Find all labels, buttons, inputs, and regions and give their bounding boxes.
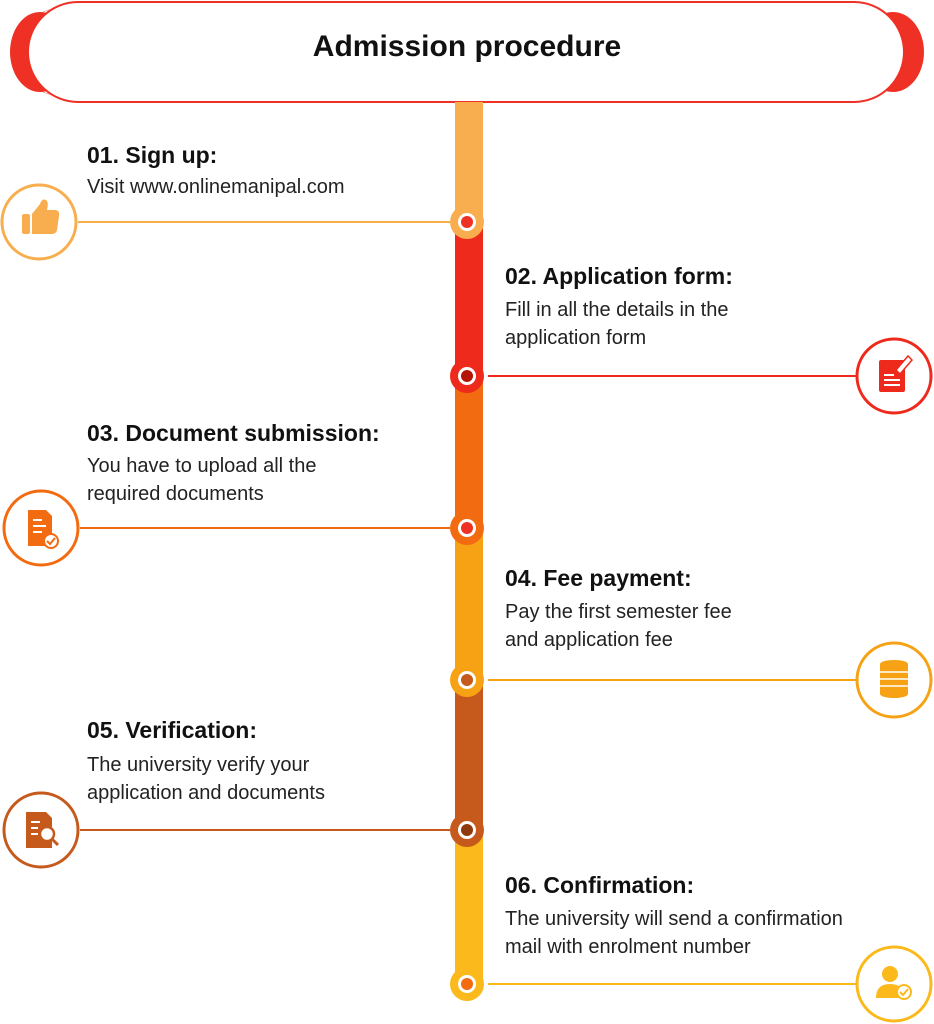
document-check-icon — [2, 489, 80, 567]
step-4-desc-line-2: and application fee — [505, 629, 673, 651]
timeline-node-2 — [450, 359, 484, 393]
step-6-desc-line-2: mail with enrolment number — [505, 936, 751, 958]
coin-stack-icon — [855, 641, 933, 719]
step-2-desc-line-2: application form — [505, 327, 647, 349]
step-4-title: 04. Fee payment: — [505, 565, 692, 591]
step-2-desc-line-1: Fill in all the details in the — [505, 299, 729, 321]
timeline-segment-6 — [455, 830, 483, 986]
thumbs-up-icon — [0, 183, 78, 261]
timeline-segment-1 — [455, 102, 483, 222]
timeline-node-3 — [450, 511, 484, 545]
page-title: Admission procedure — [312, 30, 622, 63]
step-2-title: 02. Application form: — [505, 263, 733, 289]
step-5-desc-line-2: application and documents — [87, 782, 325, 804]
document-search-icon — [2, 791, 80, 869]
user-check-icon — [855, 945, 933, 1023]
step-4-desc-line-1: Pay the first semester fee — [505, 601, 732, 623]
step-3-desc-line-1: You have to upload all the — [87, 455, 317, 477]
timeline-node-1 — [450, 205, 484, 239]
timeline-segment-4 — [455, 528, 483, 680]
step-6-desc-line-1: The university will send a confirmation — [505, 908, 843, 930]
step-1-title: 01. Sign up: — [87, 142, 218, 168]
step-1-desc-line-1: Visit www.onlinemanipal.com — [87, 176, 345, 198]
timeline-segment-2 — [455, 222, 483, 376]
timeline-node-6 — [450, 967, 484, 1001]
timeline-node-5 — [450, 813, 484, 847]
step-5-title: 05. Verification: — [87, 717, 258, 743]
timeline-node-4 — [450, 663, 484, 697]
step-5-desc-line-1: The university verify your — [87, 754, 310, 776]
step-3-desc-line-2: required documents — [87, 483, 264, 505]
timeline-segment-5 — [455, 680, 483, 830]
step-3-title: 03. Document submission: — [87, 420, 380, 446]
form-edit-icon — [855, 337, 933, 415]
timeline-segment-3 — [455, 376, 483, 528]
step-6-title: 06. Confirmation: — [505, 872, 695, 898]
